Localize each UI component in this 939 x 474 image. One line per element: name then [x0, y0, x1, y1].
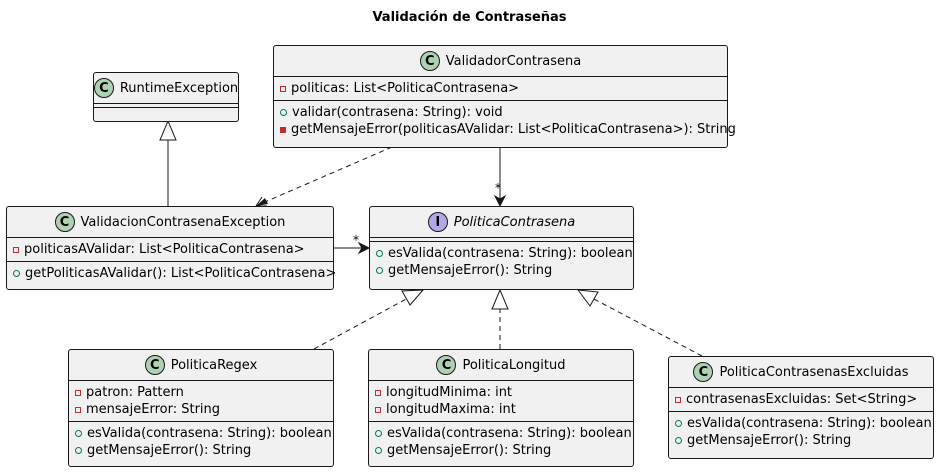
- realization-arrowhead-excluidas: [576, 289, 599, 307]
- method: validar(contrasena: String): void: [292, 105, 503, 120]
- public-method-icon: [75, 430, 82, 437]
- method: getPoliticasAValidar(): List<PoliticaCon…: [25, 266, 337, 281]
- methods-section: esValida(contrasena: String): boolean ge…: [370, 241, 633, 282]
- method: getMensajeError(): String: [388, 263, 553, 278]
- method: esValida(contrasena: String): boolean: [87, 426, 332, 441]
- fields-section: politicas: List<PoliticaContrasena>: [274, 76, 727, 100]
- methods-section: esValida(contrasena: String): boolean ge…: [369, 421, 633, 462]
- association-arrowhead-exception: [357, 241, 371, 255]
- field: politicasAValidar: List<PoliticaContrase…: [24, 242, 305, 257]
- method: getMensajeError(): String: [387, 443, 552, 458]
- public-method-icon: [376, 267, 383, 274]
- method: getMensajeError(): String: [87, 443, 252, 458]
- fields-section: longitudMinima: int longitudMaxima: int: [369, 380, 633, 421]
- class-stereotype-badge: C: [93, 78, 114, 98]
- diagram-title: Validación de Contraseñas: [372, 10, 567, 25]
- method: esValida(contrasena: String): boolean: [388, 246, 633, 261]
- fields-section: politicasAValidar: List<PoliticaContrase…: [7, 237, 333, 261]
- private-field-icon: [675, 396, 681, 403]
- class-validacion-contrasena-exception: C ValidacionContrasenaException politica…: [6, 206, 337, 290]
- class-politica-longitud: C PoliticaLongitud longitudMinima: int l…: [368, 349, 634, 467]
- class-name: PoliticaContrasenasExcluidas: [719, 364, 909, 380]
- multiplicity-validador: *: [495, 181, 501, 195]
- class-validador-contrasena: C ValidadorContrasena politicas: List<Po…: [273, 45, 736, 148]
- fields-section: [370, 237, 633, 241]
- dependency-edge: [257, 146, 393, 206]
- class-name: ValidacionContrasenaException: [80, 214, 286, 230]
- fields-section: patron: Pattern mensajeError: String: [69, 380, 333, 421]
- field: politicas: List<PoliticaContrasena>: [291, 81, 520, 96]
- class-stereotype-badge: C: [54, 212, 75, 232]
- public-method-icon: [75, 447, 82, 454]
- class-name: ValidadorContrasena: [445, 53, 582, 69]
- public-method-icon: [375, 447, 382, 454]
- interface-name: PoliticaContrasena: [453, 214, 576, 230]
- realization-edge-excluidas: [591, 297, 703, 357]
- class-stereotype-badge: C: [419, 51, 440, 71]
- realization-arrowhead-regex: [401, 289, 425, 306]
- inheritance-arrowhead: [159, 119, 177, 141]
- public-method-icon: [280, 109, 287, 116]
- class-politica-regex: C PoliticaRegex patron: Pattern mensajeE…: [68, 349, 334, 467]
- field: contrasenasExcluidas: Set<String>: [686, 392, 918, 407]
- interface-politica-contrasena: I PoliticaContrasena esValida(contrasena…: [369, 206, 634, 290]
- multiplicity-exception: *: [353, 233, 359, 247]
- public-method-icon: [375, 430, 382, 437]
- methods-section: getPoliticasAValidar(): List<PoliticaCon…: [7, 261, 337, 285]
- realization-edge-regex: [313, 297, 409, 350]
- class-name: PoliticaLongitud: [462, 357, 566, 373]
- private-field-icon: [13, 246, 19, 253]
- field: longitudMinima: int: [386, 385, 513, 400]
- method: getMensajeError(politicasAValidar: List<…: [291, 122, 736, 137]
- fields-section: contrasenasExcluidas: Set<String>: [669, 387, 933, 411]
- methods-section: esValida(contrasena: String): boolean ge…: [69, 421, 333, 462]
- methods-section: esValida(contrasena: String): boolean ge…: [669, 411, 933, 452]
- method: esValida(contrasena: String): boolean: [387, 426, 632, 441]
- field: patron: Pattern: [86, 385, 184, 400]
- class-stereotype-badge: C: [436, 355, 457, 375]
- private-field-icon: [375, 389, 381, 396]
- class-politica-contrasenas-excluidas: C PoliticaContrasenasExcluidas contrasen…: [668, 356, 934, 459]
- fields-section: [94, 103, 238, 107]
- class-stereotype-badge: C: [144, 355, 165, 375]
- association-arrowhead-validador: [493, 194, 507, 208]
- methods-section: validar(contrasena: String): void getMen…: [274, 100, 736, 141]
- method: esValida(contrasena: String): boolean: [687, 416, 932, 431]
- public-method-icon: [675, 437, 682, 444]
- private-field-icon: [75, 406, 81, 413]
- class-name: RuntimeException: [119, 80, 239, 96]
- class-name: PoliticaRegex: [170, 357, 258, 373]
- interface-stereotype-badge: I: [427, 212, 448, 232]
- public-method-icon: [376, 250, 383, 257]
- realization-arrowhead-longitud: [491, 288, 509, 310]
- public-method-icon: [13, 270, 20, 277]
- methods-section: [94, 107, 238, 116]
- public-method-icon: [675, 420, 682, 427]
- private-field-icon: [280, 85, 286, 92]
- field: mensajeError: String: [86, 402, 221, 417]
- private-field-icon: [375, 406, 381, 413]
- private-method-icon: [280, 126, 286, 133]
- private-field-icon: [75, 389, 81, 396]
- class-stereotype-badge: C: [693, 362, 714, 382]
- field: longitudMaxima: int: [386, 402, 516, 417]
- method: getMensajeError(): String: [687, 433, 852, 448]
- class-runtime-exception: C RuntimeException: [93, 72, 239, 122]
